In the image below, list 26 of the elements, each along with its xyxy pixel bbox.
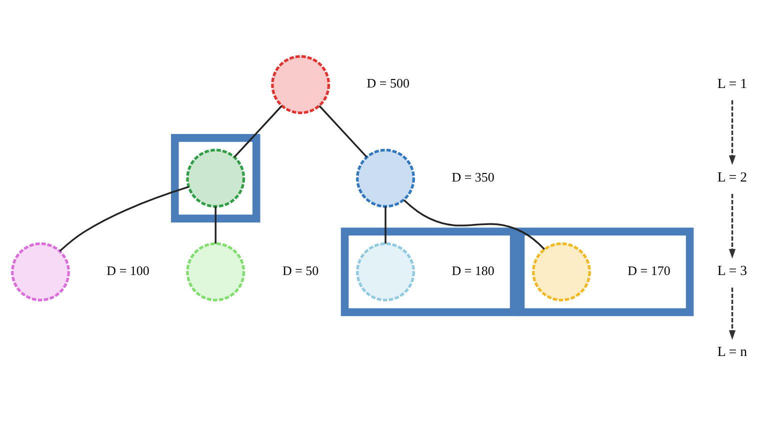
connector (318, 105, 368, 158)
node-label: D = 500 (366, 76, 410, 91)
node-circle (186, 148, 246, 208)
node-label: D = 180 (452, 262, 494, 278)
connector (403, 199, 546, 250)
label: L = 2 (717, 170, 748, 185)
connector (234, 105, 282, 158)
connector (214, 206, 216, 244)
node-label: D = 50 (282, 262, 319, 278)
label: L = 1 (717, 76, 748, 91)
node-label: D = 100 (106, 262, 150, 278)
node-circle (532, 242, 591, 302)
node-circle (271, 55, 330, 114)
node-label: D = 350 (452, 169, 494, 184)
node-circle (186, 242, 246, 302)
cluster (170, 134, 260, 222)
node-circle (356, 148, 415, 208)
node-circle (356, 242, 415, 302)
label: L = n (717, 344, 748, 360)
node-label: D = 170 (628, 262, 670, 278)
node-circle (11, 242, 70, 302)
label: L = 3 (717, 263, 748, 278)
cluster (340, 228, 518, 316)
connector (384, 206, 386, 244)
cluster (516, 228, 694, 316)
connector (59, 186, 190, 252)
